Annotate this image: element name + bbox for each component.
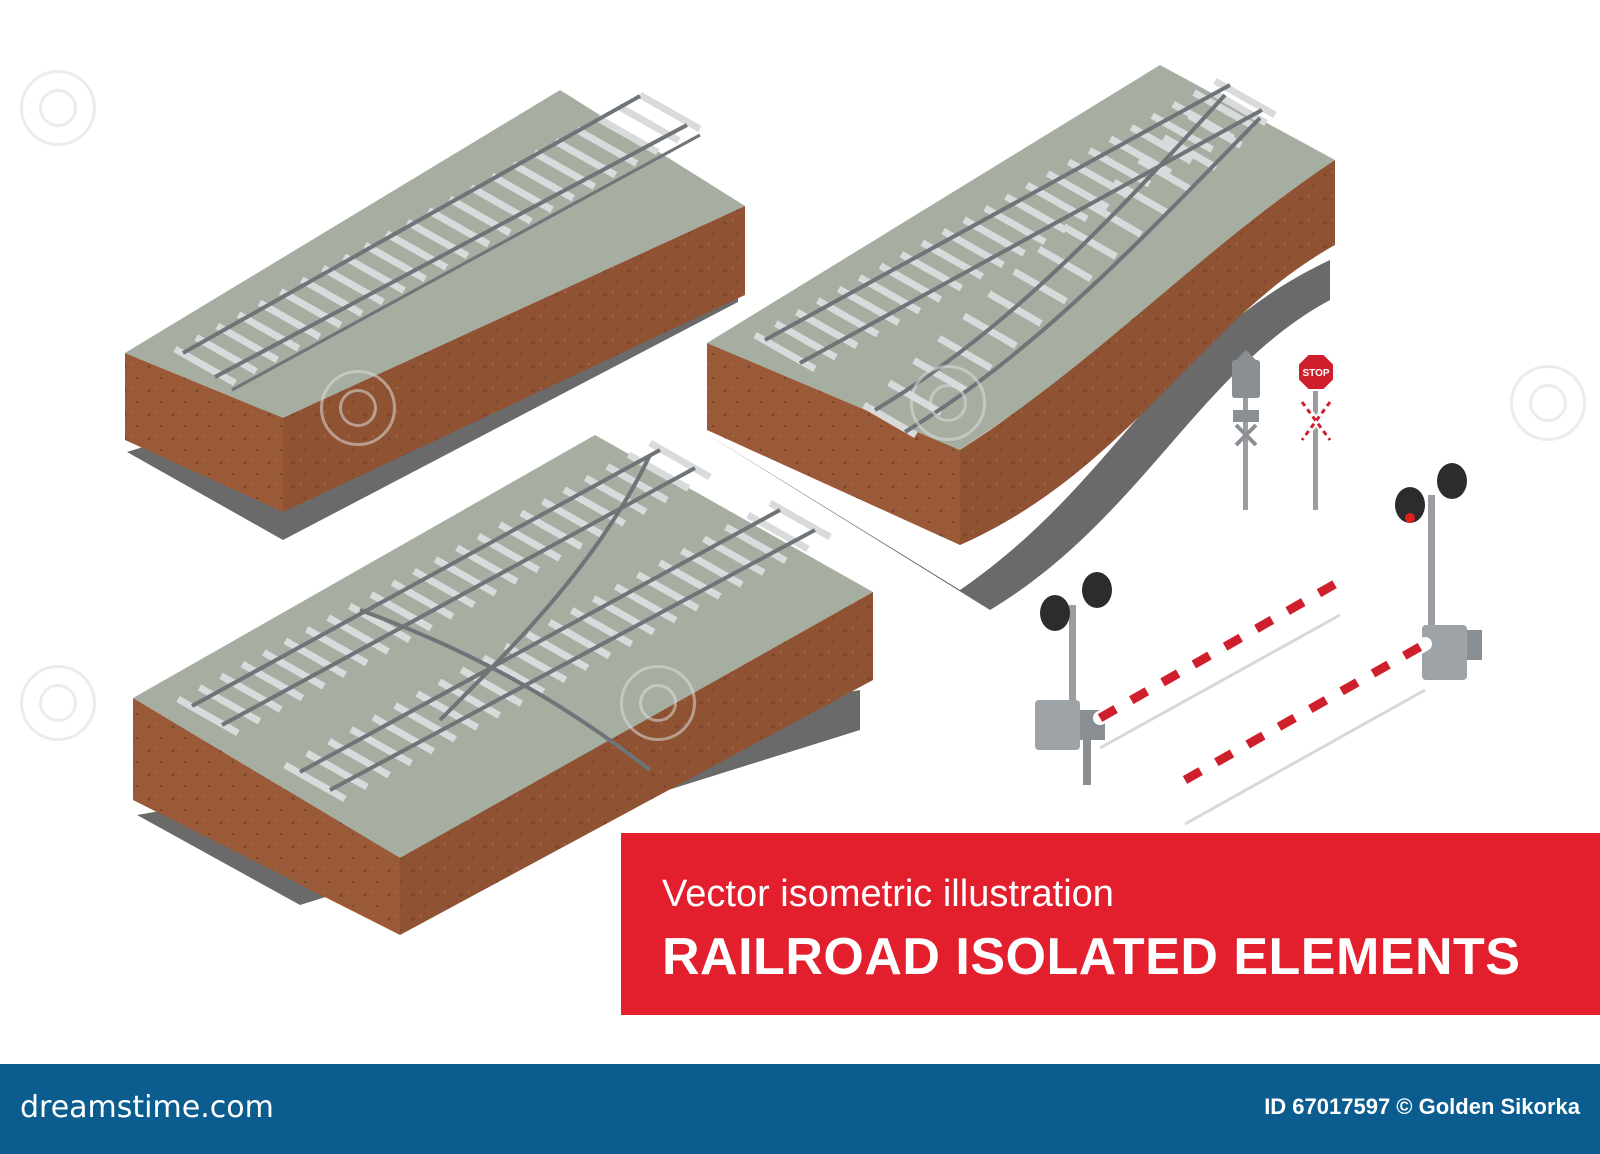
sleeper	[305, 750, 369, 791]
sleeper	[591, 595, 656, 636]
watermark-mark	[620, 665, 696, 741]
rail-track2-left	[299, 508, 781, 774]
signal-light-right-a	[1395, 487, 1425, 523]
sleeper	[326, 614, 390, 655]
signal-plate	[1232, 360, 1260, 398]
crossing-barrier-right	[1178, 463, 1482, 826]
watermark-mark	[20, 665, 96, 741]
sleeper	[638, 91, 702, 133]
sleeper	[433, 556, 498, 597]
stop-sign-label: STOP	[1302, 368, 1329, 379]
sleeper	[327, 738, 391, 779]
barrier-arm-left	[1093, 573, 1349, 750]
sleeper	[283, 637, 347, 678]
sleeper	[300, 276, 364, 317]
signal-light-left-a	[1040, 595, 1070, 631]
rail-right	[214, 123, 688, 379]
switch-track-block	[700, 65, 1335, 610]
sleeper	[384, 230, 449, 271]
image-credit: ID 67017597 © Golden Sikorka	[1264, 1094, 1580, 1119]
sleeper	[257, 299, 322, 340]
sleeper	[349, 726, 413, 767]
stop-sign	[1297, 353, 1335, 391]
sleeper	[363, 242, 427, 283]
sleeper	[503, 642, 568, 683]
sleeper	[1062, 223, 1118, 260]
sleeper	[219, 672, 283, 713]
signal-light-left-b	[1082, 572, 1112, 608]
watermark-mark	[1510, 365, 1586, 441]
rail-cross-b	[359, 608, 652, 772]
signal-light-right-b	[1437, 463, 1467, 499]
sleeper	[283, 761, 347, 803]
sleeper	[525, 630, 590, 672]
sleeper	[371, 714, 435, 755]
sleeper	[342, 253, 406, 294]
sleeper	[236, 311, 301, 352]
switch-track-top	[707, 65, 1335, 450]
railroad-illustration: STOP	[125, 65, 1482, 935]
watermark-mark	[20, 70, 96, 146]
barrier-arm-right	[1178, 637, 1432, 826]
sleeper	[1187, 112, 1243, 149]
crossbuck-sign	[1299, 399, 1333, 443]
sleeper	[547, 619, 612, 660]
banner-title: RAILROAD ISOLATED ELEMENTS	[662, 928, 1521, 986]
rail-left	[182, 94, 641, 355]
watermark-mark	[320, 370, 396, 446]
sleeper	[390, 579, 455, 620]
stop-sign-post: STOP	[1297, 353, 1335, 510]
sleeper	[197, 684, 262, 725]
crossover-track-top	[133, 435, 873, 858]
banner-subtitle: Vector isometric illustration	[662, 873, 1114, 915]
rail-cross-a	[438, 454, 652, 722]
sleeper	[321, 265, 385, 306]
sleeper	[448, 195, 512, 236]
sleeper	[768, 499, 832, 541]
footer-bar: dreamstime.com ID 67017597 © Golden Siko…	[0, 1064, 1600, 1154]
sleeper	[393, 702, 457, 743]
sleeper	[262, 649, 326, 690]
sleeper	[278, 288, 343, 329]
sleeper	[1162, 134, 1218, 171]
sleeper	[412, 567, 476, 609]
sleeper	[173, 345, 237, 387]
footer-logo[interactable]: dreamstime.com	[20, 1090, 274, 1125]
straight-track-block	[125, 90, 745, 540]
sleeper	[215, 322, 279, 363]
crossing-barrier-left	[1035, 572, 1349, 785]
sleeper	[240, 661, 305, 702]
sleeper	[648, 439, 712, 481]
sleeper	[569, 607, 634, 648]
sleeper	[437, 678, 502, 719]
title-banner: Vector isometric illustration RAILROAD I…	[621, 833, 1600, 1015]
rail-main-right	[799, 108, 1263, 365]
sleeper	[937, 335, 993, 372]
sleeper	[194, 334, 258, 375]
sleeper	[1137, 156, 1193, 193]
railway-signal-post	[1232, 350, 1260, 510]
sleeper	[369, 591, 433, 632]
rail-track2-right	[329, 528, 816, 792]
sleeper	[305, 626, 369, 667]
sleeper	[426, 207, 491, 248]
rail-main-left	[764, 83, 1231, 342]
rail-track1-right	[221, 466, 696, 727]
rail-track1-left	[191, 448, 661, 708]
sleeper	[753, 331, 817, 373]
sleeper	[176, 695, 240, 737]
sleeper	[405, 218, 470, 260]
sleeper	[459, 666, 524, 707]
sleeper	[1087, 201, 1143, 238]
crossover-track-block	[133, 435, 873, 935]
watermark-mark	[910, 365, 986, 441]
